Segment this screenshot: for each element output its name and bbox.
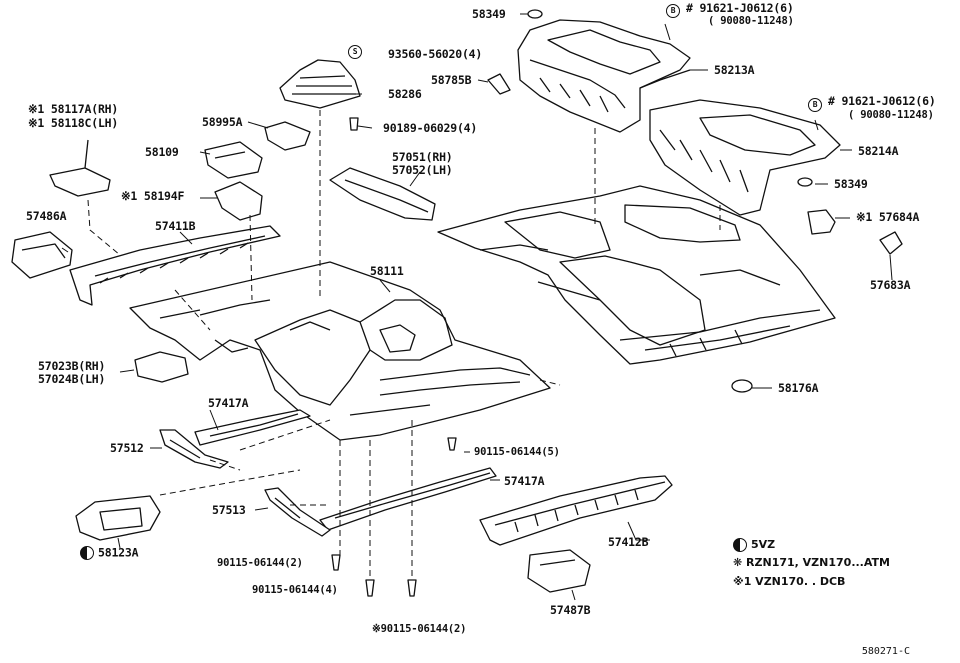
- label-58109: 58109: [145, 145, 179, 159]
- boot-58286: [279, 59, 361, 109]
- dashed-leader-lines: [87, 110, 721, 578]
- label-58123a: 58123A: [80, 546, 139, 560]
- bolt-90115-c: [365, 579, 375, 597]
- bracket-58194f: [214, 181, 263, 221]
- label-57417a-mid: 57417A: [504, 474, 545, 488]
- label-58995a: 58995A: [202, 115, 243, 129]
- label-57052: 57052(LH): [392, 163, 453, 177]
- label-90115-4: 90115-06144(4): [252, 584, 338, 596]
- label-58194f: ※1 58194F: [121, 189, 185, 203]
- marker-b-2: B: [808, 98, 826, 112]
- label-90115-5: 90115-06144(5): [474, 446, 560, 458]
- legend-line-dcb: ※1 VZN170. . DCB: [733, 575, 846, 588]
- label-58349-top: 58349: [472, 7, 506, 21]
- label-58176a: 58176A: [778, 381, 819, 395]
- label-57411b: 57411B: [155, 219, 196, 233]
- bolt-90115-d: [407, 579, 417, 597]
- member-57417a-lower: [319, 467, 497, 531]
- bracket-58785b: [487, 73, 511, 95]
- bracket-57023b: [134, 351, 189, 383]
- label-57024b: 57024B(LH): [38, 372, 106, 386]
- label-58117a: ※1 58117A(RH): [28, 102, 119, 116]
- label-58214a: 58214A: [858, 144, 899, 158]
- bracket-58109: [204, 141, 263, 179]
- label-58213a: 58213A: [714, 63, 755, 77]
- plug-58349-top: [527, 9, 543, 19]
- bracket-57684a: [807, 209, 836, 235]
- label-58785b: 58785B: [431, 73, 472, 87]
- label-90115-2b: ※90115-06144(2): [372, 623, 467, 635]
- label-57023b: 57023B(RH): [38, 359, 106, 373]
- side-sill-57412b: [479, 475, 673, 546]
- solid-leader-lines: [61, 13, 893, 601]
- label-93560: 93560-56020(4): [388, 47, 483, 61]
- label-57412b: 57412B: [608, 535, 649, 549]
- label-57684a: ※1 57684A: [856, 210, 920, 224]
- label-90080-b: ( 90080-11248): [848, 109, 934, 121]
- bracket-58995a: [264, 121, 311, 151]
- bolt-90115-a: [447, 437, 457, 451]
- marker-s: S: [348, 45, 366, 59]
- label-90115-2a: 90115-06144(2): [217, 557, 303, 569]
- member-57417a-upper: [194, 409, 311, 446]
- bracket-57513: [264, 487, 331, 537]
- bracket-57486a: [11, 231, 73, 279]
- marker-b-1: B: [666, 4, 684, 18]
- label-58118c: ※1 58118C(LH): [28, 116, 119, 130]
- plate-58123a: [75, 495, 161, 541]
- label-91621-a: # 91621-J0612(6): [686, 1, 794, 15]
- label-91621-b: # 91621-J0612(6): [828, 94, 936, 108]
- label-57417a-top: 57417A: [208, 396, 249, 410]
- front-floor-pan-58111: [129, 261, 551, 441]
- diagram-id: 580271-C: [861, 646, 910, 657]
- side-sill-57411b: [69, 225, 281, 306]
- bracket-58117a: [49, 139, 111, 197]
- clip-90189: [349, 117, 359, 131]
- label-90189: 90189-06029(4): [383, 121, 478, 135]
- label-57513: 57513: [212, 503, 246, 517]
- label-90080-a: ( 90080-11248): [708, 15, 794, 27]
- label-57051: 57051(RH): [392, 150, 453, 164]
- member-57051: [329, 167, 436, 221]
- legend-line-atm: ❋ RZN171, VZN170...ATM: [733, 556, 890, 569]
- label-58111: 58111: [370, 264, 404, 278]
- label-57487b: 57487B: [550, 603, 591, 617]
- rear-floor-pan: [437, 185, 836, 365]
- plug-58176a: [731, 379, 753, 393]
- label-57512: 57512: [110, 441, 144, 455]
- label-57486a: 57486A: [26, 209, 67, 223]
- bracket-57487b: [527, 549, 591, 593]
- label-58286: 58286: [388, 87, 422, 101]
- bolt-90115-b: [331, 554, 341, 571]
- rear-crossmember-58214a: [649, 99, 841, 216]
- clip-57683a: [879, 231, 903, 255]
- label-58349-mid: 58349: [834, 177, 868, 191]
- label-57683a: 57683A: [870, 278, 911, 292]
- legend-line-5vz: 5VZ: [733, 538, 775, 552]
- rear-crossmember-58213a: [517, 19, 691, 133]
- plug-58349-mid: [797, 177, 813, 187]
